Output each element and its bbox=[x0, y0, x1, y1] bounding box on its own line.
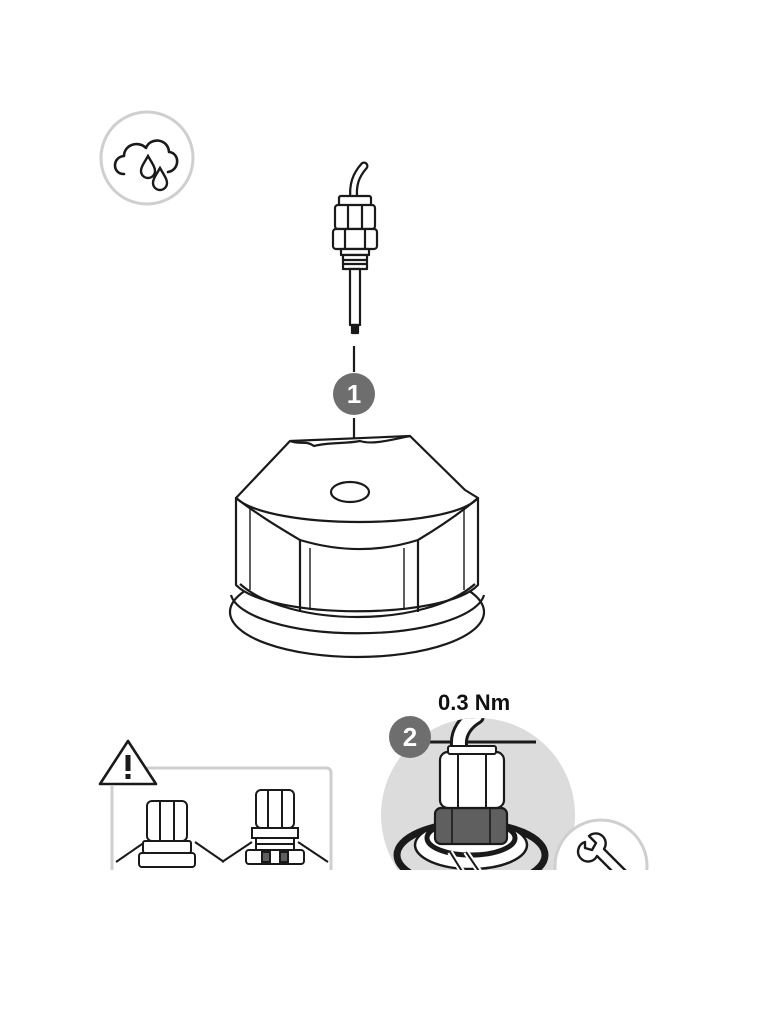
cable-gland-part bbox=[331, 161, 379, 335]
sensor-cap bbox=[228, 434, 486, 659]
warning-detail-panel bbox=[98, 739, 333, 870]
warning-triangle-icon bbox=[98, 739, 158, 786]
torque-label: 0.3 Nm bbox=[438, 690, 511, 715]
step-2-badge: 2 bbox=[389, 716, 431, 758]
torque-detail-panel bbox=[381, 718, 649, 870]
incorrect-gland-example bbox=[115, 800, 225, 868]
correct-gland-example bbox=[221, 789, 329, 865]
cloud-rain-icon bbox=[99, 110, 195, 206]
step-1-badge: 1 bbox=[333, 373, 375, 415]
wrench-icon bbox=[553, 818, 649, 870]
